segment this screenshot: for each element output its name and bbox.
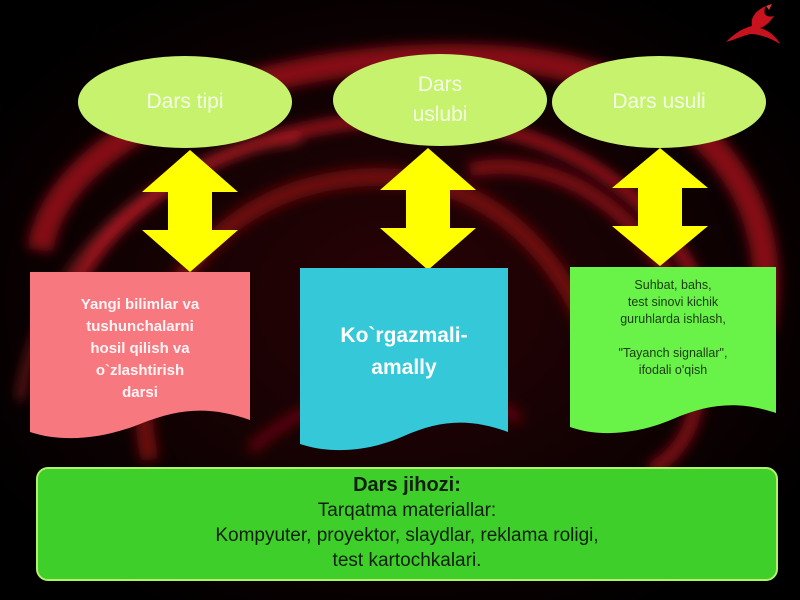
lesson-type-text: Yangi bilimlar va tushunchalarni hosil q… (80, 296, 200, 401)
oval-label: Dars tipi (146, 90, 224, 113)
equipment-line: Tarqatma materiallar: (317, 500, 497, 521)
oval-dars-usuli: Dars usuli (552, 56, 766, 148)
lesson-style-box: Ko`rgazmali- amally (300, 268, 508, 456)
oval-dars-tipi: Dars tipi (78, 56, 292, 148)
dragon-logo-icon (726, 4, 780, 44)
oval-label: Dars usuli (612, 90, 706, 113)
equipment-title: Dars jihozi: (353, 474, 461, 496)
double-arrow-icon (142, 150, 238, 272)
lesson-method-text: Suhbat, bahs, test sinovi kichik guruhla… (618, 278, 728, 377)
oval-label: Dars uslubi (412, 73, 468, 126)
equipment-line: Kompyuter, proyektor, slaydlar, reklama … (215, 525, 599, 546)
double-arrow-icon (380, 148, 476, 270)
double-arrow-icon (612, 148, 708, 266)
lesson-method-box: Suhbat, bahs, test sinovi kichik guruhla… (570, 267, 776, 445)
equipment-line: test kartochkalari. (332, 550, 482, 571)
lesson-style-text: Ko`rgazmali- amally (340, 324, 468, 379)
oval-dars-uslubi: Dars uslubi (333, 54, 547, 146)
lesson-equipment-box: Dars jihozi: Tarqatma materiallar: Kompy… (36, 467, 778, 581)
lesson-type-box: Yangi bilimlar va tushunchalarni hosil q… (30, 272, 250, 450)
